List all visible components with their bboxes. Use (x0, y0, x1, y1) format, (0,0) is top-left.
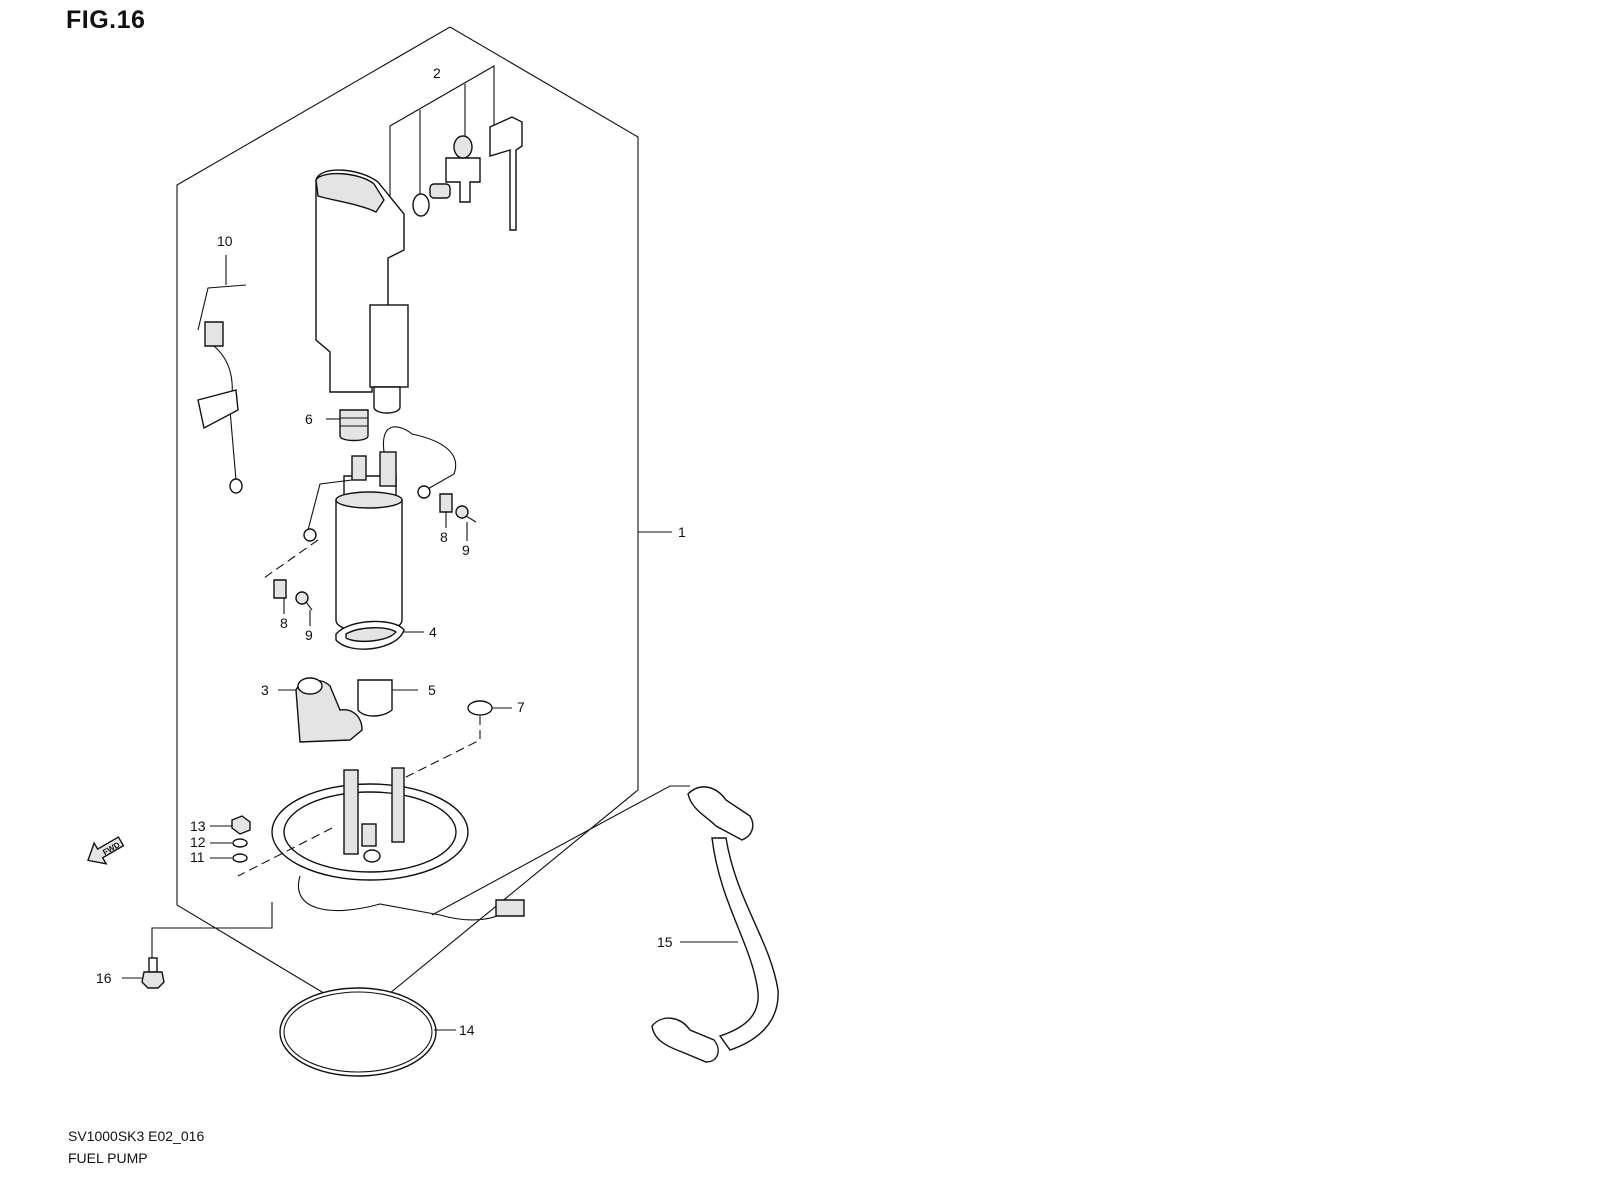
callout-labels: 1 2 3 4 5 6 7 8 8 9 9 10 11 12 13 14 15 … (96, 65, 686, 1038)
callout-1: 1 (678, 524, 686, 540)
fuel-pump-motor (303, 426, 457, 633)
callout-11: 11 (190, 849, 205, 865)
forward-arrow-icon: FWD (87, 836, 125, 865)
part-16-bolt (122, 902, 273, 989)
part-4-pump-holder (335, 620, 424, 650)
pump-base-plate (237, 767, 690, 921)
figure-title: FIG.16 (66, 6, 146, 34)
part-2-pressure-regulator-group (389, 65, 523, 231)
callout-5: 5 (428, 682, 436, 698)
callout-9-right: 9 (462, 542, 470, 558)
callout-2: 2 (433, 65, 441, 81)
parts-8-9-right-bracket-screw (439, 493, 477, 541)
part-10-fuel-level-sender (197, 255, 247, 494)
diagram-model-code: SV1000SK3 E02_016 (68, 1128, 205, 1144)
part-15-fuel-hose (651, 786, 779, 1063)
parts-11-13-nut-washers (210, 815, 251, 863)
callout-7: 7 (517, 699, 525, 715)
fuel-filter-housing (315, 169, 409, 414)
callout-6: 6 (305, 411, 313, 427)
callout-13: 13 (190, 818, 206, 834)
parts-8-9-left-bracket-screw (263, 539, 319, 626)
callout-4: 4 (429, 624, 437, 640)
part-14-o-ring (279, 987, 456, 1077)
callout-8-right: 8 (440, 529, 448, 545)
diagram-assembly-name: FUEL PUMP (68, 1150, 148, 1166)
callout-3: 3 (261, 682, 269, 698)
callout-15: 15 (657, 934, 673, 950)
callout-8-left: 8 (280, 615, 288, 631)
callout-10: 10 (217, 233, 233, 249)
assembly-outline (176, 26, 639, 1017)
callout-12: 12 (190, 834, 206, 850)
callout-9-left: 9 (305, 627, 313, 643)
part-6-cushion (326, 409, 369, 442)
callout-14: 14 (459, 1022, 475, 1038)
callout-16: 16 (96, 970, 112, 986)
part-3-5-bracket-clip (278, 677, 418, 743)
